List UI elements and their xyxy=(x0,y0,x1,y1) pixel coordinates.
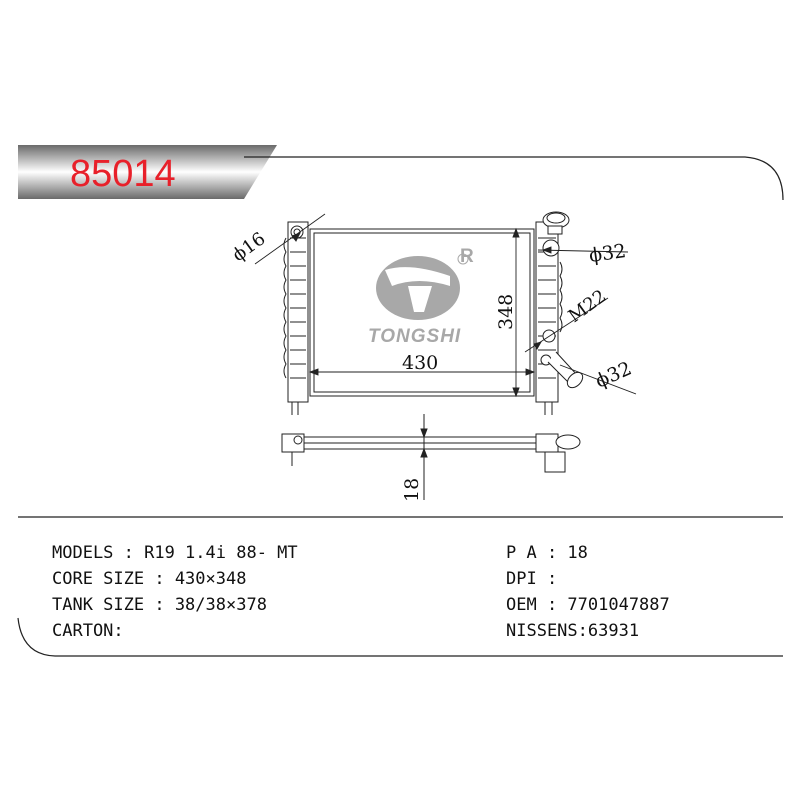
svg-text:R: R xyxy=(460,246,475,267)
spec-dpi: DPI : xyxy=(506,569,557,589)
inlet-diameter-label: ϕ16 xyxy=(229,228,270,266)
spec-carton: CARTON: xyxy=(52,621,124,641)
filler-cap xyxy=(542,211,570,235)
dimension-lines xyxy=(254,213,637,398)
brand-logo: R TONGSHI xyxy=(368,246,475,347)
spec-core-size: CORE SIZE : 430×348 xyxy=(52,569,246,589)
thread-size-label: M22 xyxy=(565,286,611,327)
spec-oem: OEM : 7701047887 xyxy=(506,595,670,615)
upper-outlet-diameter-label: ϕ32 xyxy=(588,240,628,267)
registered-mark xyxy=(457,253,469,265)
core-thickness-label: 18 xyxy=(401,478,423,502)
spec-nissens: NISSENS:63931 xyxy=(506,621,639,641)
core-height-label: 348 xyxy=(495,294,517,330)
frame xyxy=(17,156,784,657)
core-width-label: 430 xyxy=(402,352,438,374)
specifications: MODELS : R19 1.4i 88- MT CORE SIZE : 430… xyxy=(52,543,670,641)
banner-background xyxy=(18,145,277,199)
side-view xyxy=(281,414,581,500)
radiator-drawing xyxy=(254,211,637,500)
spec-pa: P A : 18 xyxy=(506,543,588,563)
frame-bottom-line xyxy=(17,617,783,657)
lower-outlet-diameter-label: ϕ32 xyxy=(592,357,635,392)
radiator-core xyxy=(309,228,535,397)
spec-tank-size: TANK SIZE : 38/38×378 xyxy=(52,595,267,615)
product-code: 85014 xyxy=(70,153,176,195)
brand-name: TONGSHI xyxy=(368,326,461,347)
header-banner: 85014 xyxy=(18,145,277,199)
spec-models: MODELS : R19 1.4i 88- MT xyxy=(52,543,298,563)
core-inner-frame xyxy=(313,232,531,393)
frame-top-line xyxy=(244,156,784,201)
left-tank xyxy=(283,221,309,415)
